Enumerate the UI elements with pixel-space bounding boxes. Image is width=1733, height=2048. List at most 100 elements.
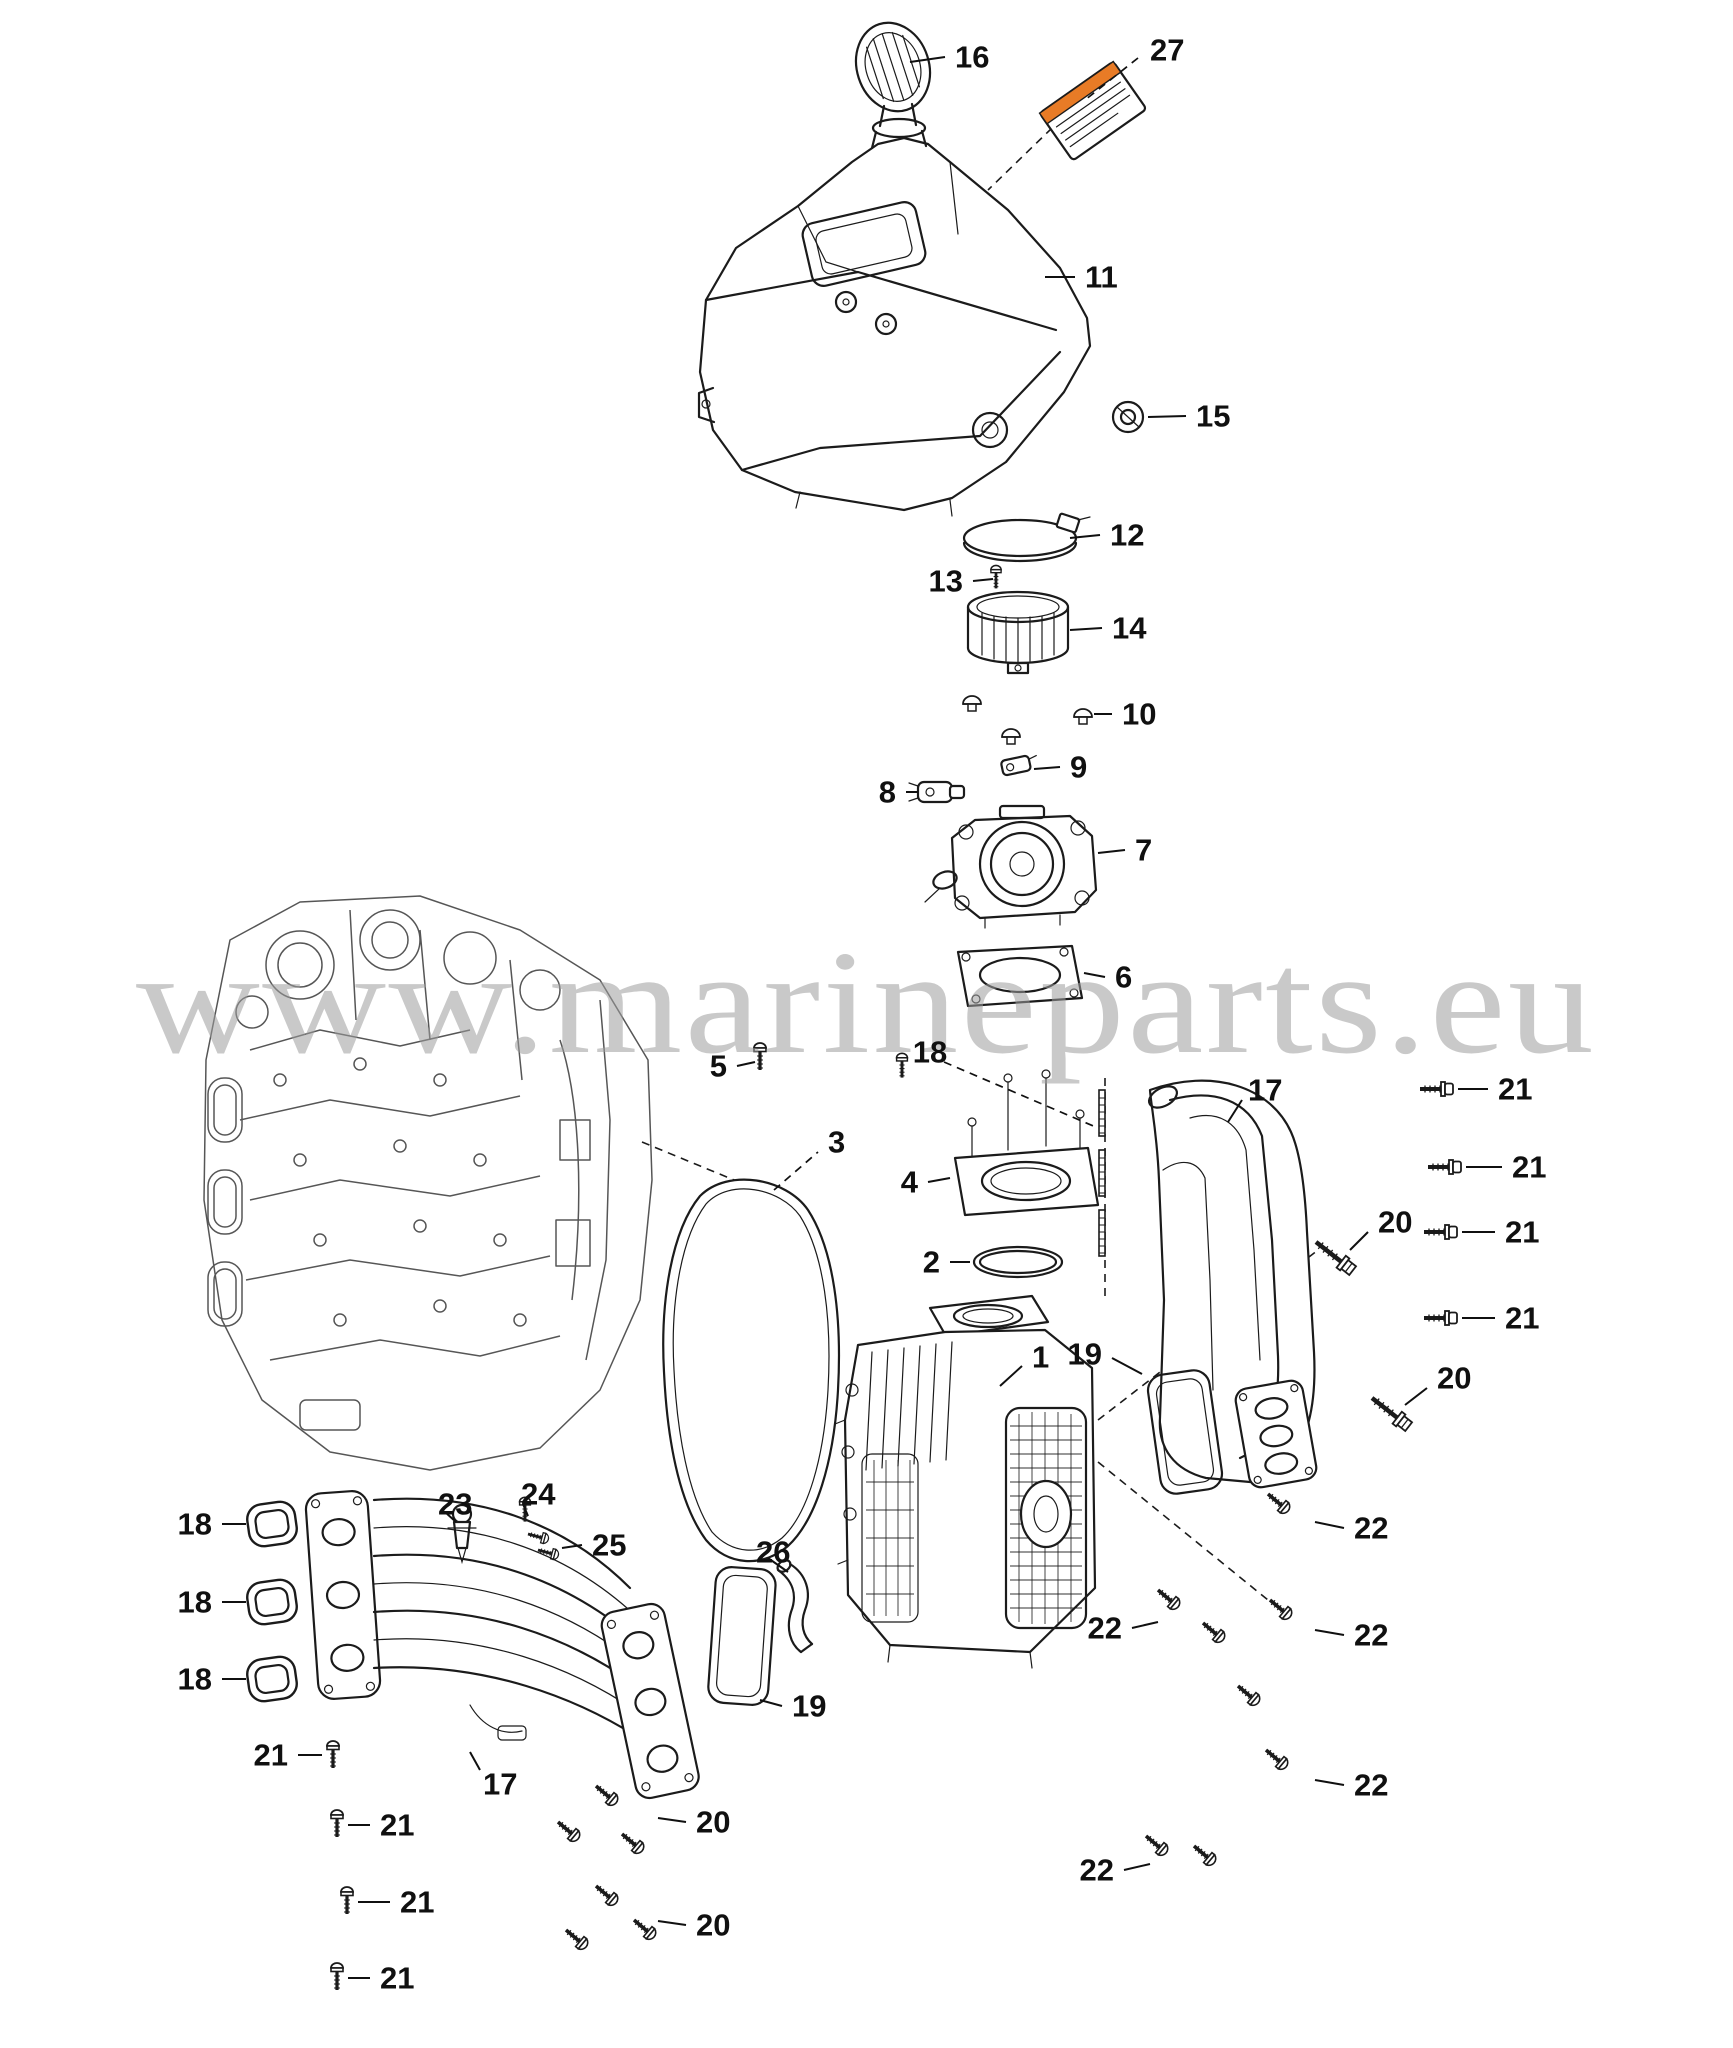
- grommet: [1073, 708, 1093, 725]
- callout-leader-17: [1227, 1099, 1243, 1123]
- callout-label-24: 24: [521, 1477, 556, 1512]
- callout-label-10: 10: [1122, 697, 1156, 732]
- callout-leader-22: [1314, 1629, 1345, 1636]
- bolt-20: [1367, 1392, 1413, 1432]
- intake-plenum: [834, 1294, 1097, 1669]
- screw-20: [616, 1827, 649, 1858]
- screw-21: [1422, 1223, 1459, 1241]
- watermark: www.marineparts.eu: [136, 921, 1596, 1085]
- air-box-cover: [697, 117, 1092, 517]
- screw-21: [325, 1739, 341, 1770]
- screw-22: [1197, 1616, 1230, 1647]
- callout-leader-16: [909, 56, 946, 63]
- screw-21: [1422, 1309, 1459, 1327]
- callout-leader-7: [1097, 849, 1126, 854]
- callout-label-22: 22: [1354, 1618, 1388, 1653]
- screw-22: [1232, 1679, 1265, 1710]
- callout-label-1: 1: [1032, 1340, 1049, 1375]
- callout-label-18: 18: [178, 1585, 212, 1620]
- callout-label-4: 4: [901, 1165, 919, 1200]
- callout-leader-13: [972, 578, 994, 582]
- plenum-gasket: [662, 1178, 841, 1563]
- screw-22: [1152, 1583, 1185, 1614]
- screw-22: [1188, 1839, 1221, 1870]
- callout-leader-27: [1084, 57, 1139, 101]
- callout-leader-22: [1131, 1621, 1159, 1629]
- screw-20: [590, 1879, 623, 1910]
- port-seal: [244, 1653, 300, 1705]
- map-sensor: [908, 780, 966, 804]
- screw-22: [1262, 1487, 1295, 1518]
- stud: [1098, 1209, 1106, 1257]
- callout-leader-12: [1069, 534, 1101, 539]
- intake-manifold-right: [1147, 1079, 1318, 1489]
- intake-sleeve: [966, 590, 1070, 675]
- callout-label-26: 26: [756, 1535, 790, 1570]
- callout-label-19: 19: [1068, 1337, 1102, 1372]
- callout-label-27: 27: [1150, 33, 1184, 68]
- callout-label-2: 2: [923, 1245, 940, 1280]
- screw-20: [590, 1779, 623, 1810]
- callout-leader-23: [444, 1511, 457, 1523]
- callout-leader-19: [1111, 1357, 1143, 1375]
- callout-label-9: 9: [1070, 750, 1087, 785]
- screw: [525, 1527, 552, 1546]
- callout-leader-22: [1314, 1779, 1345, 1786]
- callout-label-21: 21: [1498, 1072, 1532, 1107]
- callout-leader-20: [657, 1920, 687, 1926]
- callout-label-20: 20: [696, 1805, 730, 1840]
- manifold-gasket-right: [1146, 1369, 1224, 1495]
- callout-label-25: 25: [592, 1528, 626, 1563]
- callout-label-18: 18: [178, 1662, 212, 1697]
- callout-label-12: 12: [1110, 518, 1144, 553]
- bolt-20: [1311, 1236, 1357, 1276]
- manifold-gasket-left: [707, 1566, 777, 1706]
- callout-label-21: 21: [1512, 1150, 1546, 1185]
- stud: [1098, 1089, 1106, 1137]
- callout-label-21: 21: [380, 1808, 414, 1843]
- callout-label-21: 21: [1505, 1215, 1539, 1250]
- callout-leader-14: [1069, 627, 1103, 631]
- callout-label-6: 6: [1115, 960, 1132, 995]
- callout-label-3: 3: [828, 1125, 845, 1160]
- callout-label-13: 13: [929, 564, 963, 599]
- o-ring-seal: [972, 1245, 1064, 1279]
- grommet: [1001, 728, 1021, 745]
- callout-leader-6: [1083, 972, 1106, 978]
- throttle-gasket: [956, 944, 1084, 1008]
- screw-22: [1140, 1829, 1173, 1860]
- callout-leader-20: [1404, 1387, 1428, 1406]
- callout-label-18: 18: [913, 1035, 947, 1070]
- screw-21: [339, 1885, 355, 1916]
- callout-label-15: 15: [1196, 399, 1230, 434]
- temp-sensor: [447, 1503, 477, 1565]
- screw-22: [1264, 1593, 1297, 1624]
- intake-manifold-left: [304, 1490, 700, 1800]
- vent-hose: [776, 1559, 814, 1654]
- clamp-screw: [989, 564, 1003, 590]
- callout-label-17: 17: [1248, 1073, 1282, 1108]
- callout-label-8: 8: [879, 775, 896, 810]
- callout-label-21: 21: [400, 1885, 434, 1920]
- callout-leader-17: [469, 1751, 481, 1771]
- callout-leader-26: [767, 1557, 789, 1573]
- callout-leader-4: [927, 1177, 951, 1183]
- callout-label-20: 20: [1378, 1205, 1412, 1240]
- callout-leader-15: [1147, 415, 1187, 418]
- callout-label-21: 21: [380, 1961, 414, 1996]
- callout-label-14: 14: [1112, 611, 1147, 646]
- callout-leader-20: [657, 1817, 687, 1823]
- screw-20: [552, 1815, 585, 1846]
- callout-leader-20: [1349, 1231, 1369, 1251]
- hose-clamp: [962, 512, 1091, 563]
- callout-label-19: 19: [792, 1689, 826, 1724]
- callout-label-22: 22: [1354, 1511, 1388, 1546]
- retainer-clip: [1000, 754, 1037, 777]
- callout-leader-5: [736, 1061, 756, 1067]
- callout-leader-19: [759, 1699, 783, 1707]
- screw-20: [628, 1913, 661, 1944]
- callout-label-18: 18: [178, 1507, 212, 1542]
